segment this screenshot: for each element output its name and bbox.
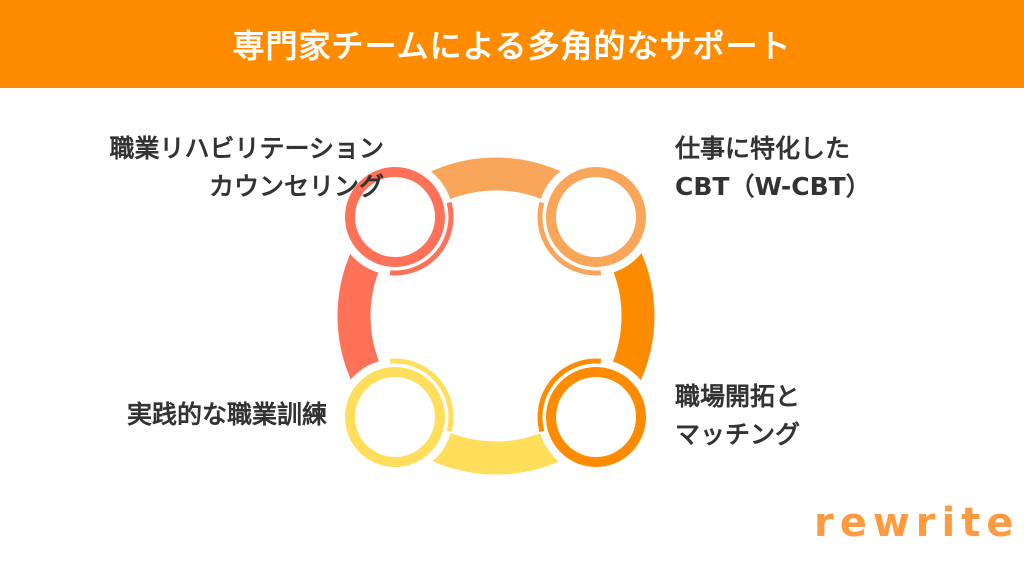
label-job-matching: 職場開拓と マッチング	[675, 378, 800, 454]
label-vocational-training: 実践的な職業訓練	[127, 396, 327, 434]
label-vocational-counseling: 職業リハビリテーション カウンセリング	[109, 130, 384, 206]
label-line: 仕事に特化した	[675, 134, 851, 163]
label-line: CBT（W-CBT）	[675, 172, 871, 201]
label-line: 職業リハビリテーション	[109, 134, 384, 163]
node-accent-arc	[537, 358, 602, 433]
label-work-cbt: 仕事に特化した CBT（W-CBT）	[675, 130, 871, 206]
label-line: マッチング	[675, 420, 801, 449]
page-title: 専門家チームによる多角的なサポート	[232, 27, 792, 65]
label-line: 職場開拓と	[675, 382, 801, 411]
label-line: カウンセリング	[208, 172, 384, 201]
node-accent-arc	[537, 201, 602, 276]
node-vocational-training	[345, 367, 445, 467]
node-accent-arc	[389, 358, 454, 433]
title-banner: 専門家チームによる多角的なサポート	[0, 0, 1024, 88]
node-accent-arc	[389, 201, 454, 276]
node-vocational-counseling	[345, 167, 445, 267]
node-work-cbt	[546, 167, 646, 267]
rewrite-logo: rewrite	[814, 500, 1020, 546]
node-job-matching	[546, 367, 646, 467]
label-line: 実践的な職業訓練	[126, 400, 327, 429]
